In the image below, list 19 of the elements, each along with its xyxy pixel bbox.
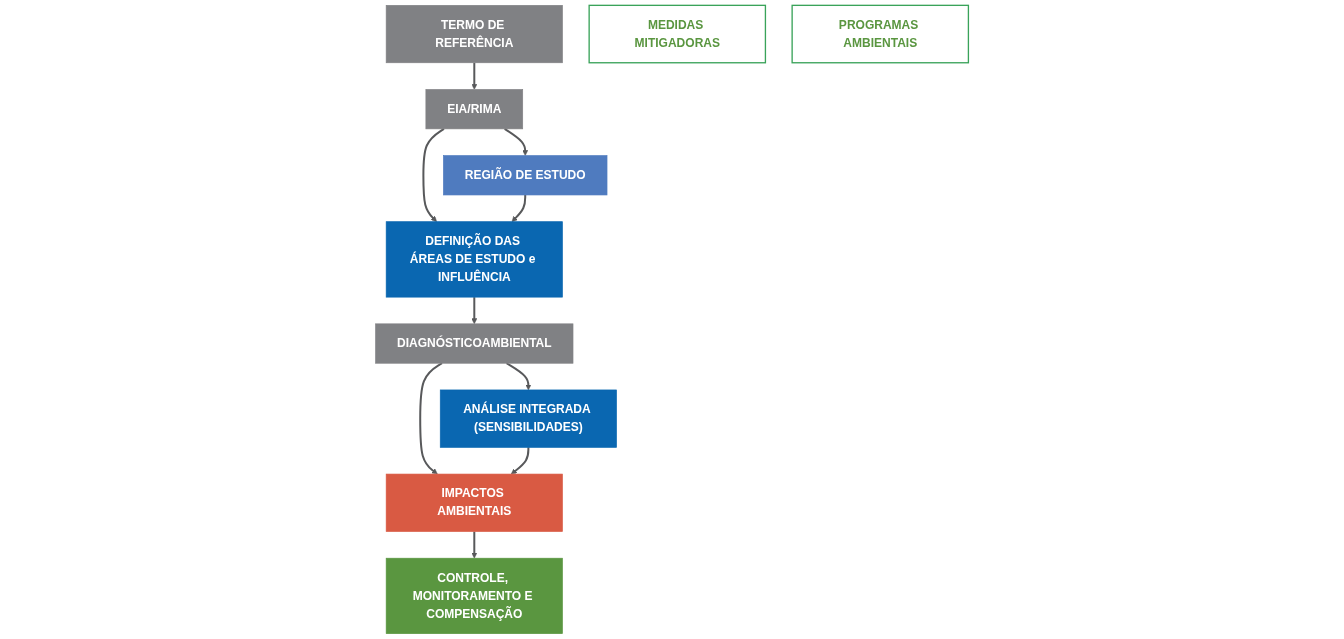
node-box: PROGRAMAS AMBIENTAIS [791, 4, 970, 64]
arrow [422, 127, 445, 222]
node-box: CONTROLE, MONITORAMENTO E COMPENSAÇÃO [385, 557, 563, 634]
node-box: DIAGNÓSTICOAMBIENTAL [375, 323, 574, 364]
arrow [505, 362, 532, 391]
arrow [471, 296, 478, 325]
node-box: EIA/RIMA [425, 89, 524, 130]
node-box: DEFINIÇÃO DAS ÁREAS DE ESTUDO e INFLUÊNCIA [385, 221, 563, 298]
arrow [503, 127, 529, 156]
node-box: ANÁLISE INTEGRADA (SENSIBILIDADES) [439, 389, 617, 448]
node-box: REGIÃO DE ESTUDO [443, 155, 608, 196]
node-box: MEDIDAS MITIGADORAS [588, 4, 767, 64]
arrow [511, 193, 527, 222]
node-box: IMPACTOS AMBIENTAIS [385, 473, 563, 532]
arrow [419, 362, 444, 475]
arrow [510, 446, 530, 475]
arrow [471, 61, 478, 90]
node-box: TERMO DE REFERÊNCIA [385, 5, 563, 64]
arrow [471, 530, 478, 559]
